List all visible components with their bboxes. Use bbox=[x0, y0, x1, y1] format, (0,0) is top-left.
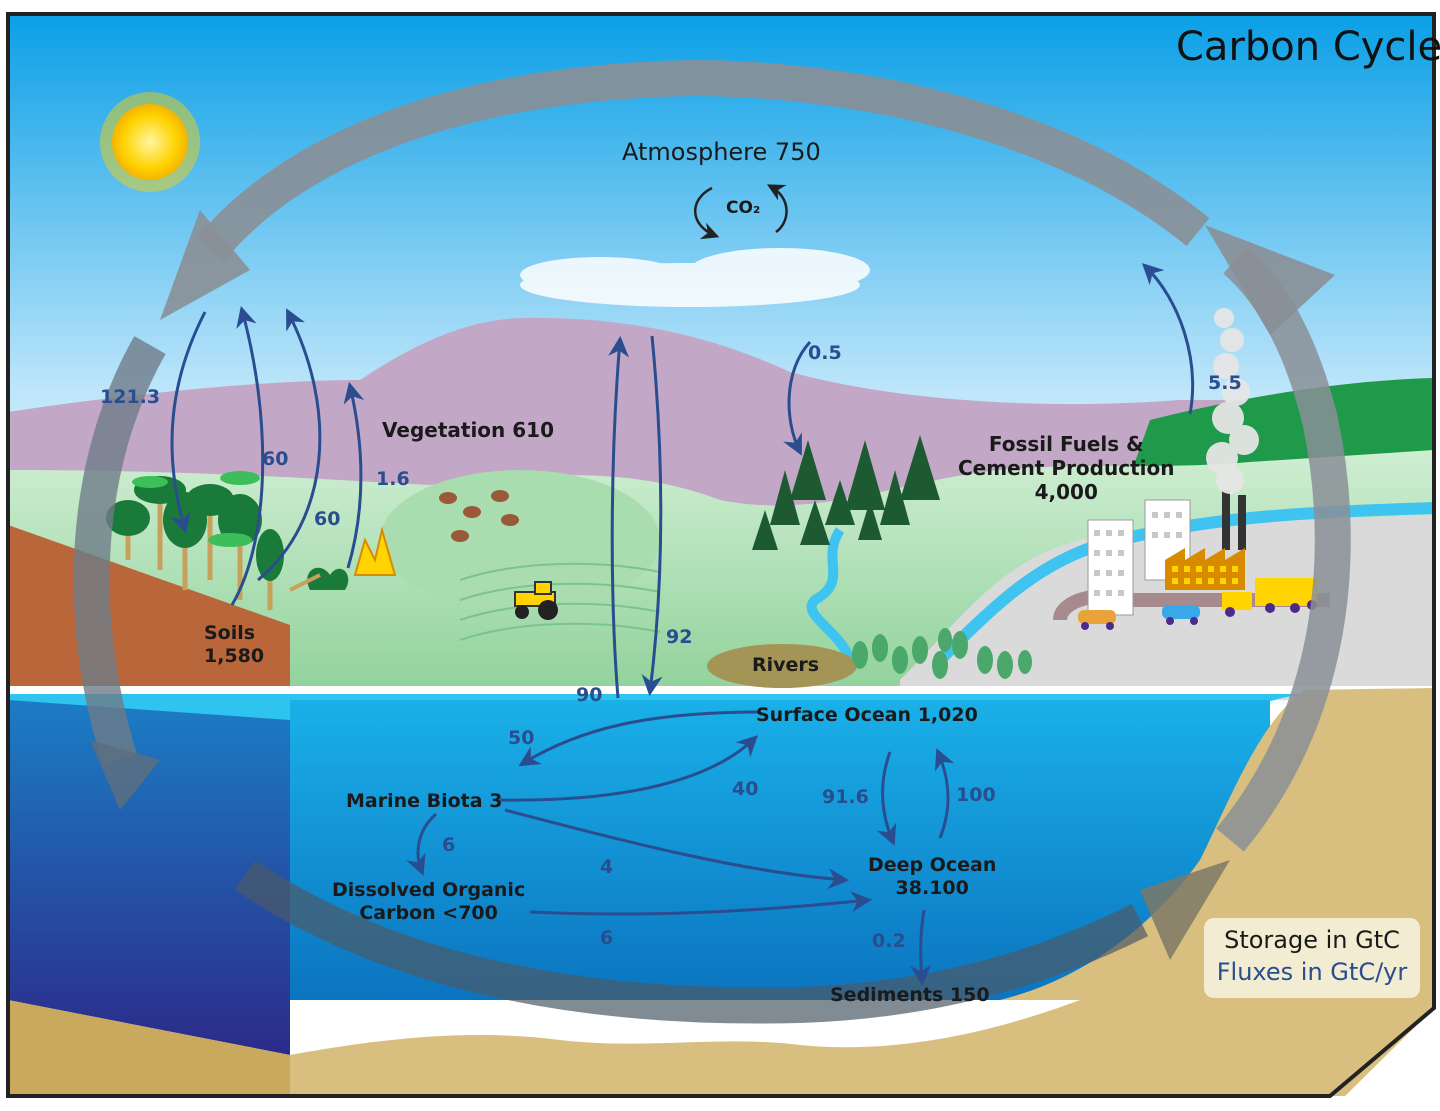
legend-fluxes: Fluxes in GtC/yr bbox=[1216, 958, 1408, 986]
flux-arrows bbox=[170, 263, 1195, 987]
flux-arrow-deep-to-surface bbox=[934, 748, 955, 839]
label-soils-name: Soils bbox=[204, 622, 256, 644]
flux-label-60-a: 60 bbox=[262, 448, 289, 470]
flux-label-100: 100 bbox=[956, 784, 996, 806]
flux-arrow-surface-to-biota bbox=[518, 710, 761, 767]
factory bbox=[1165, 490, 1246, 590]
flux-arrow-plant-respiration bbox=[257, 308, 322, 582]
label-fossil-line1: Fossil Fuels & bbox=[988, 432, 1144, 456]
vehicles bbox=[1078, 578, 1317, 630]
co2-arrow-right bbox=[766, 184, 788, 234]
legend-box: Storage in GtC Fluxes in GtC/yr bbox=[1204, 918, 1420, 998]
flux-arrow-ocean-outgas bbox=[608, 335, 630, 699]
flux-arrow-fossil-emissions bbox=[1141, 263, 1195, 415]
tractor bbox=[514, 581, 558, 620]
label-deep-ocean-name: Deep Ocean bbox=[868, 854, 997, 876]
label-doc-line1: Dissolved Organic bbox=[332, 879, 526, 901]
cattle bbox=[439, 490, 519, 542]
label-atmosphere: Atmosphere 750 bbox=[622, 138, 821, 166]
label-fossil-fuels: Fossil Fuels & Cement Production 4,000 bbox=[958, 432, 1174, 504]
pasture bbox=[380, 470, 660, 610]
flux-label-92: 92 bbox=[666, 626, 693, 648]
flux-arrow-ocean-uptake bbox=[641, 335, 663, 697]
flux-arrow-biota-to-deep bbox=[504, 808, 850, 890]
label-doc-line2: Carbon <700 bbox=[359, 901, 498, 924]
flux-label-91-6: 91.6 bbox=[822, 786, 869, 808]
flux-arrow-photosynthesis bbox=[170, 311, 207, 535]
label-dissolved-organic-carbon: Dissolved Organic Carbon <700 bbox=[332, 879, 525, 925]
global-cycle-arrow[interactable] bbox=[73, 59, 1351, 1024]
label-fossil-line2: Cement Production bbox=[958, 456, 1175, 480]
diagram-title: Carbon Cycle bbox=[1176, 24, 1440, 70]
flux-arrow-surface-to-deep bbox=[876, 751, 897, 846]
ocean-front-face bbox=[8, 700, 290, 1055]
co2-arrow-left bbox=[693, 186, 720, 240]
riverside-trees bbox=[852, 628, 1032, 679]
flux-label-90: 90 bbox=[576, 684, 603, 706]
flux-label-1-6: 1.6 bbox=[376, 468, 410, 490]
flux-arrow-soil-respiration bbox=[230, 305, 265, 606]
flux-label-6-b: 6 bbox=[600, 927, 614, 949]
flux-label-5-5: 5.5 bbox=[1208, 372, 1242, 394]
bottom-margin bbox=[8, 1096, 1434, 1111]
flux-label-40: 40 bbox=[732, 778, 759, 800]
label-sediments: Sediments 150 bbox=[830, 984, 990, 1006]
flux-label-0-5: 0.5 bbox=[808, 342, 842, 364]
flux-arrow-biota-to-surface bbox=[499, 735, 759, 802]
conifer-forest bbox=[752, 435, 940, 550]
label-co2: CO₂ bbox=[726, 198, 761, 218]
label-fossil-value: 4,000 bbox=[1034, 480, 1098, 504]
farm-field bbox=[459, 562, 661, 641]
sea-floor-front bbox=[8, 1000, 290, 1111]
label-deep-ocean: Deep Ocean 38.100 bbox=[868, 854, 996, 900]
flux-arrow-land-use bbox=[343, 381, 365, 569]
sun bbox=[100, 92, 200, 192]
diagram-frame bbox=[6, 12, 1436, 1098]
flux-label-60-b: 60 bbox=[314, 508, 341, 530]
clouds bbox=[520, 248, 870, 307]
label-vegetation: Vegetation 610 bbox=[382, 418, 554, 442]
flux-arrow-net-uptake bbox=[783, 340, 812, 456]
label-marine-biota: Marine Biota 3 bbox=[346, 790, 503, 812]
flux-arrow-deep-to-sediments bbox=[910, 909, 932, 987]
label-rivers: Rivers bbox=[752, 654, 820, 676]
label-surface-ocean: Surface Ocean 1,020 bbox=[756, 704, 978, 726]
legend-storage: Storage in GtC bbox=[1224, 926, 1400, 954]
river-middle bbox=[806, 527, 855, 662]
deciduous-trees bbox=[106, 471, 349, 610]
label-deep-ocean-value: 38.100 bbox=[895, 876, 969, 899]
smoke-plume bbox=[1206, 308, 1259, 494]
label-soils-value: 1,580 bbox=[204, 644, 265, 667]
flux-label-0-2: 0.2 bbox=[872, 930, 906, 952]
label-soils: Soils 1,580 bbox=[204, 622, 264, 668]
flux-arrow-biota-to-doc bbox=[406, 812, 438, 876]
flux-label-6-a: 6 bbox=[442, 834, 456, 856]
flux-label-4: 4 bbox=[600, 856, 614, 878]
forest-fire bbox=[353, 526, 397, 576]
rivers-delta bbox=[707, 644, 857, 688]
flux-arrow-doc-to-deep bbox=[529, 891, 873, 916]
sea-floor-bottom bbox=[290, 1000, 1434, 1111]
flux-label-121-3: 121.3 bbox=[100, 386, 161, 408]
flux-label-50: 50 bbox=[508, 727, 535, 749]
